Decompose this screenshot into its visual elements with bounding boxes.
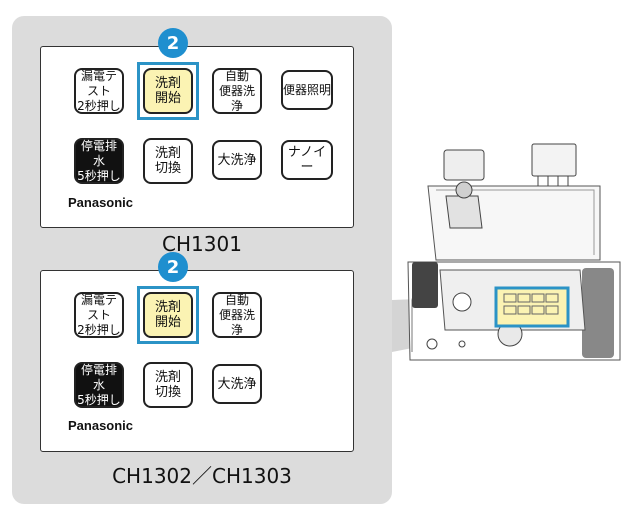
power-outage-drain-button[interactable]: 停電排水 5秒押し: [74, 138, 124, 184]
auto-clean-button[interactable]: 自動 便器洗浄: [212, 68, 262, 114]
leak-test-button[interactable]: 漏電テスト 2秒押し: [74, 68, 124, 114]
wash-start-button[interactable]: 洗剤 開始: [143, 68, 193, 114]
model-label: CH1302／CH1303: [112, 464, 292, 488]
wash-switch-button[interactable]: 洗剤 切換: [143, 138, 193, 184]
model-label: CH1301: [162, 232, 242, 256]
step-badge: 2: [158, 252, 188, 282]
brand-logo: Panasonic: [68, 195, 134, 210]
big-flush-button[interactable]: 大洗浄: [212, 140, 262, 180]
wash-switch-button[interactable]: 洗剤 切換: [143, 362, 193, 408]
leak-test-button[interactable]: 漏電テスト 2秒押し: [74, 292, 124, 338]
highlight-frame: [137, 286, 199, 344]
power-outage-drain-button[interactable]: 停電排水 5秒押し: [74, 362, 124, 408]
step-badge: 2: [158, 28, 188, 58]
wash-start-button[interactable]: 洗剤 開始: [143, 292, 193, 338]
highlight-frame: [137, 62, 199, 120]
toilet-light-button[interactable]: 便器照明: [281, 70, 333, 110]
auto-clean-button[interactable]: 自動 便器洗浄: [212, 292, 262, 338]
brand-logo: Panasonic: [68, 418, 134, 433]
nanoe-button[interactable]: ナノイー: [281, 140, 333, 180]
big-flush-button[interactable]: 大洗浄: [212, 364, 262, 404]
